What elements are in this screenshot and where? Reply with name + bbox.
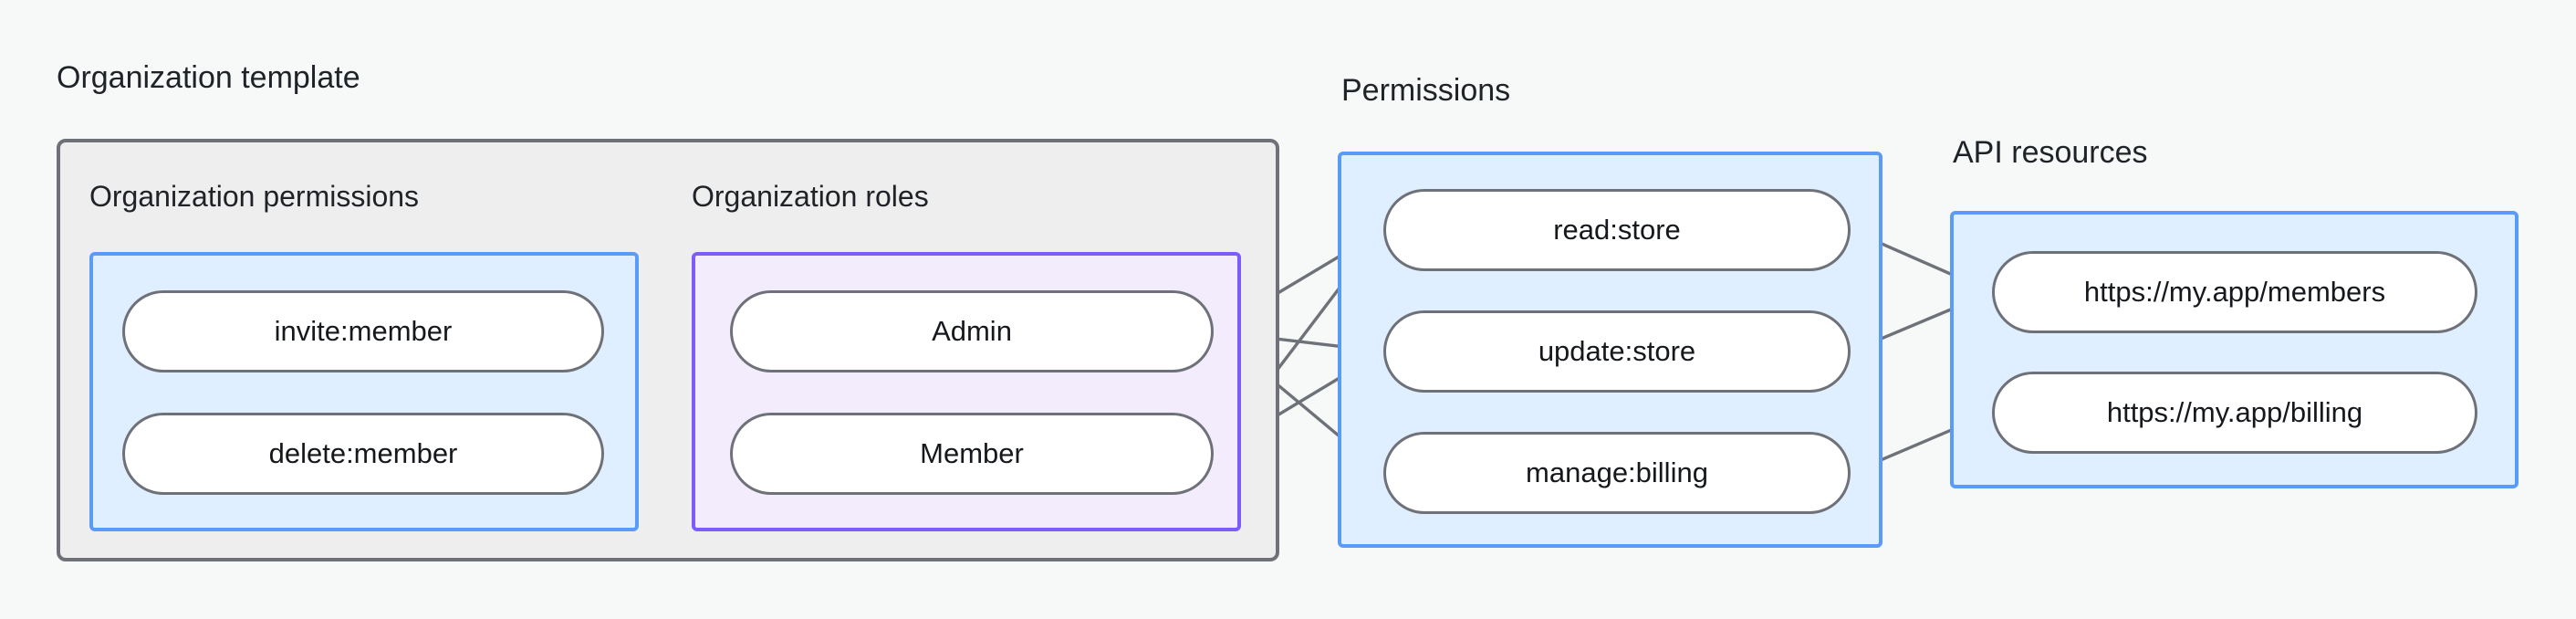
node-admin[interactable]: Admin (730, 290, 1214, 372)
node-manage-billing[interactable]: manage:billing (1383, 432, 1851, 514)
group-title-organization-permissions: Organization permissions (89, 180, 420, 213)
section-title-api-resources: API resources (1953, 135, 2148, 170)
group-title-organization-roles: Organization roles (692, 180, 929, 213)
node-update-store[interactable]: update:store (1383, 310, 1851, 393)
section-title-organization-template: Organization template (57, 60, 360, 95)
section-title-permissions: Permissions (1341, 73, 1511, 108)
node-invite-member[interactable]: invite:member (122, 290, 604, 372)
node-read-store[interactable]: read:store (1383, 189, 1851, 271)
node-api-resource-billing[interactable]: https://my.app/billing (1992, 372, 2477, 454)
node-api-resource-members[interactable]: https://my.app/members (1992, 251, 2477, 333)
node-delete-member[interactable]: delete:member (122, 413, 604, 495)
node-member[interactable]: Member (730, 413, 1214, 495)
